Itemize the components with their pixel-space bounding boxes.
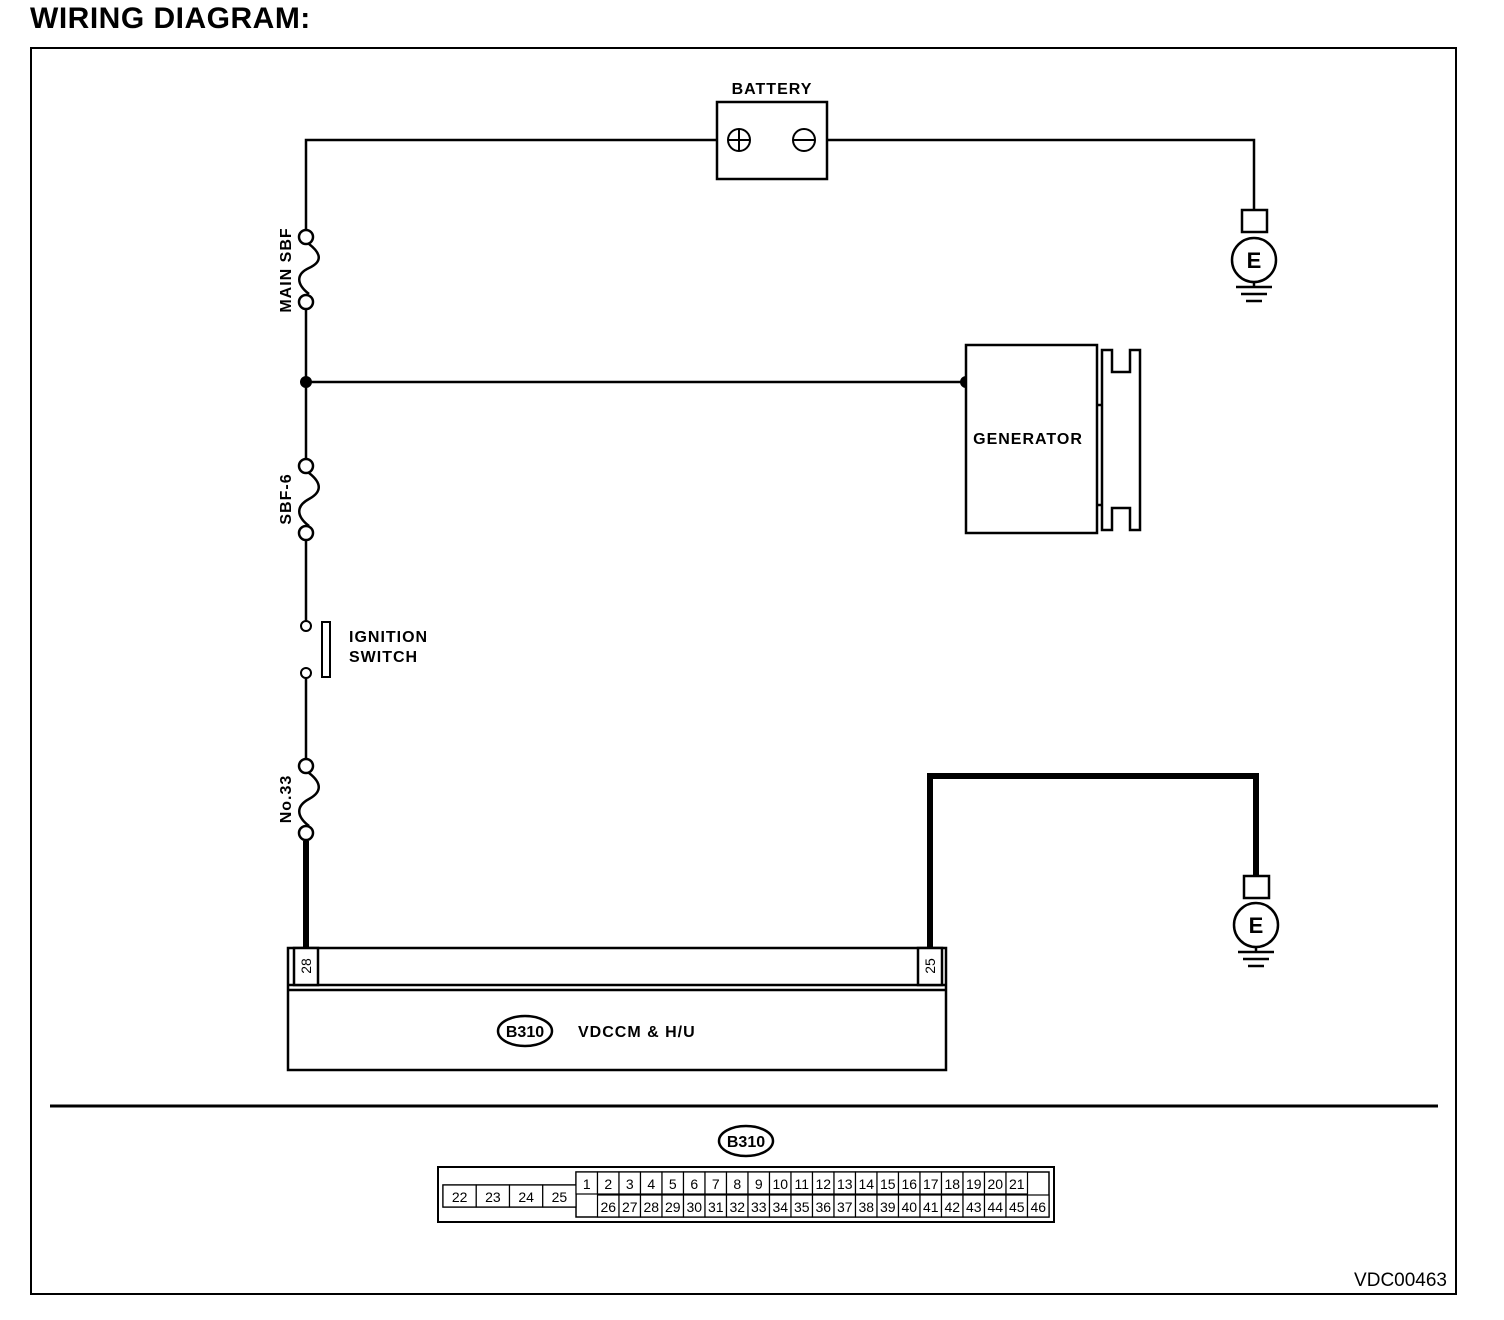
ground-icon xyxy=(1232,874,1280,968)
fuse-icon xyxy=(297,757,320,842)
connector-pin-number: 41 xyxy=(923,1199,939,1215)
ground-symbol-label: E xyxy=(1249,913,1264,938)
wires-thin xyxy=(304,138,1256,759)
connector-pin-number: 29 xyxy=(665,1199,681,1215)
connector-pin-number: 24 xyxy=(518,1189,534,1205)
reference-code: VDC00463 xyxy=(1354,1270,1447,1291)
connector-pin-number: 35 xyxy=(794,1199,810,1215)
generator-label: GENERATOR xyxy=(973,431,1083,448)
connector-pin-number: 17 xyxy=(923,1176,939,1192)
wires-thick xyxy=(303,773,1259,948)
connector-pin-number: 46 xyxy=(1030,1199,1046,1215)
connector-pin-number: 18 xyxy=(944,1176,960,1192)
connector-pin-number: 7 xyxy=(712,1176,720,1192)
connector-pin-number: 40 xyxy=(901,1199,917,1215)
connector-pin-number: 16 xyxy=(901,1176,917,1192)
connector-pin-number: 12 xyxy=(815,1176,831,1192)
connector-pin-number: 19 xyxy=(966,1176,982,1192)
connector-pin-number: 21 xyxy=(1009,1176,1025,1192)
ground-icon xyxy=(1230,208,1278,303)
connector-pin-number: 9 xyxy=(755,1176,763,1192)
battery: ⊕ ⊖ xyxy=(715,100,829,181)
connector-pin-number: 4 xyxy=(647,1176,655,1192)
connector-pin-number: 1 xyxy=(583,1176,591,1192)
connector-pin-number: 34 xyxy=(772,1199,788,1215)
connector-pin-number: 26 xyxy=(600,1199,616,1215)
module-connector-label: B310 xyxy=(506,1024,544,1041)
connector-pin-cell xyxy=(1026,1194,1050,1218)
connector-pin-number: 42 xyxy=(944,1199,960,1215)
connector-pin-number: 32 xyxy=(729,1199,745,1215)
connector-pin-number: 36 xyxy=(815,1199,831,1215)
connector-view-label: B310 xyxy=(727,1134,765,1151)
connector-badge xyxy=(717,1124,775,1158)
diagram-frame xyxy=(30,47,1457,1295)
connector-pin-number: 38 xyxy=(858,1199,874,1215)
connector-pin-cell xyxy=(542,1184,577,1208)
connector-pin-number: 31 xyxy=(708,1199,724,1215)
connector-pin-number: 14 xyxy=(858,1176,874,1192)
generator xyxy=(964,343,1142,535)
connector-pin-number: 44 xyxy=(987,1199,1003,1215)
module-name-label: VDCCM & H/U xyxy=(578,1024,696,1041)
ignition-switch-label-line2: SWITCH xyxy=(349,649,418,666)
ground-symbol-label: E xyxy=(1247,248,1262,273)
connector-pin-number: 20 xyxy=(987,1176,1003,1192)
connector-pin-number: 27 xyxy=(622,1199,638,1215)
module-box xyxy=(286,946,948,1072)
connector-pin-number: 8 xyxy=(733,1176,741,1192)
no33-fuse-label: No.33 xyxy=(278,775,295,824)
sbf6-fuse-label: SBF-6 xyxy=(278,473,295,524)
connector-pin-number: 2 xyxy=(604,1176,612,1192)
ignition-switch-label-line1: IGNITION xyxy=(349,629,428,646)
connector-pin-number: 37 xyxy=(837,1199,853,1215)
connector-pin-number: 30 xyxy=(686,1199,702,1215)
connector-pin-number: 10 xyxy=(772,1176,788,1192)
fuse-icon xyxy=(297,228,320,311)
battery-label: BATTERY xyxy=(732,81,813,98)
fuse-icon xyxy=(297,457,320,542)
page-title: WIRING DIAGRAM: xyxy=(30,2,311,35)
connector-pin-number: 13 xyxy=(837,1176,853,1192)
connector-pin-number: 5 xyxy=(669,1176,677,1192)
connector-pin-number: 22 xyxy=(452,1189,468,1205)
connector-pin-number: 23 xyxy=(485,1189,501,1205)
connector-pin-number: 28 xyxy=(643,1199,659,1215)
module-pin-left: 28 xyxy=(298,958,314,974)
switch-icon xyxy=(300,620,331,679)
connector-pin-number: 45 xyxy=(1009,1199,1025,1215)
connector-pin-number: 15 xyxy=(880,1176,896,1192)
connector-pin-number: 25 xyxy=(552,1189,568,1205)
splice-point xyxy=(300,376,312,388)
main-fuse-label: MAIN SBF xyxy=(278,227,295,312)
connector-pin-cell xyxy=(1005,1171,1029,1195)
connector-pin-number: 33 xyxy=(751,1199,767,1215)
module-pin-right: 25 xyxy=(922,958,938,974)
connector-pin-number: 11 xyxy=(794,1176,809,1192)
connector-badge xyxy=(496,1014,554,1048)
connector-pin-number: 6 xyxy=(690,1176,698,1192)
connector-pin-number: 3 xyxy=(626,1176,634,1192)
connector-pin-number: 43 xyxy=(966,1199,982,1215)
connector-pin-number: 39 xyxy=(880,1199,896,1215)
